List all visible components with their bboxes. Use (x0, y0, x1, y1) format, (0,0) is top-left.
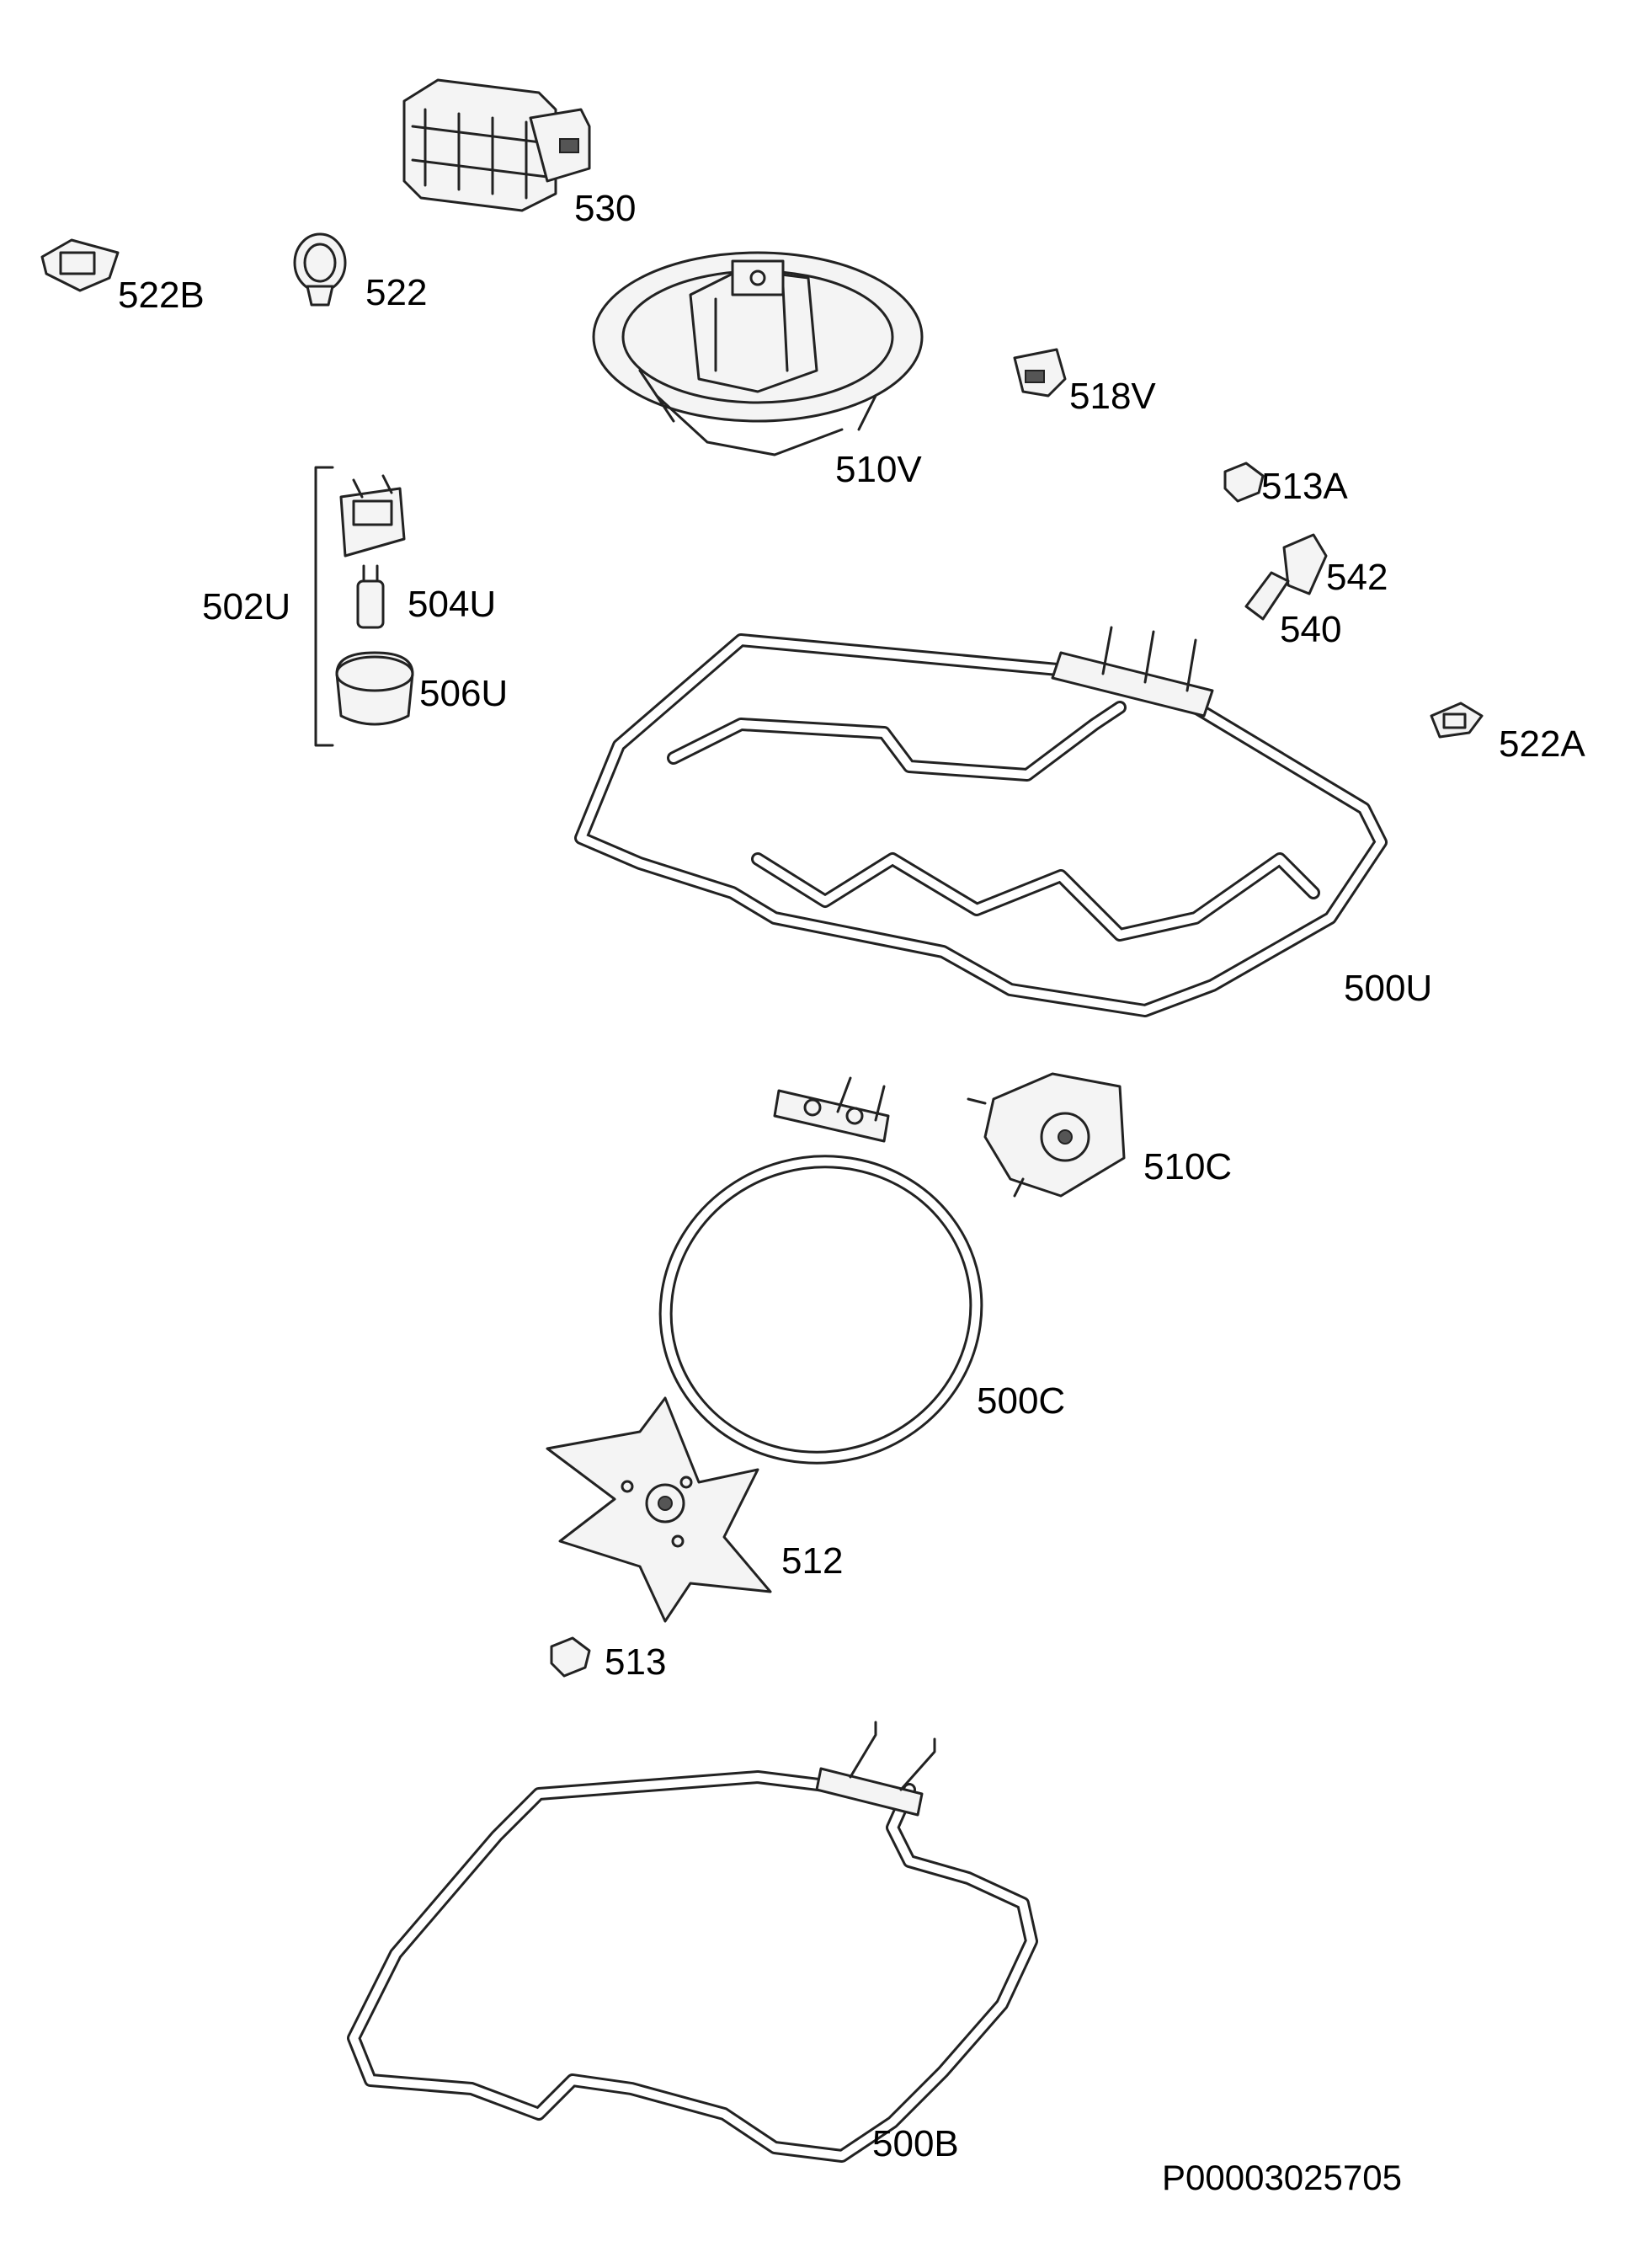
label-506U: 506U (419, 673, 508, 714)
label-500B: 500B (872, 2123, 959, 2164)
part-540-gasket (1244, 571, 1290, 621)
label-522B: 522B (118, 275, 205, 316)
label-542: 542 (1326, 557, 1388, 598)
part-522-clip (293, 232, 347, 307)
part-513-nut (550, 1636, 591, 1678)
label-504U: 504U (408, 584, 496, 625)
part-510V-fan-motor (592, 251, 924, 456)
document-code: P00003025705 (1162, 2158, 1402, 2197)
label-513: 513 (605, 1641, 666, 1683)
label-500U: 500U (1344, 968, 1432, 1009)
part-522B-bracket (40, 238, 120, 292)
part-500C-ring-element (658, 1076, 983, 1465)
part-500B-bottom-element (347, 1721, 1038, 2163)
part-513A-nut (1223, 462, 1265, 503)
label-512: 512 (781, 1540, 843, 1582)
part-502U-group-bracket (314, 466, 334, 747)
part-542-clip (1282, 533, 1328, 595)
label-518V: 518V (1069, 376, 1156, 417)
part-512-fan-blade (546, 1396, 772, 1623)
part-518V-clip (1013, 348, 1067, 398)
label-540: 540 (1280, 609, 1341, 650)
label-510C: 510C (1143, 1146, 1232, 1187)
part-502U-lamp-holder (339, 474, 406, 558)
part-506U-lamp-cover (335, 651, 414, 726)
part-522A-bracket (1430, 702, 1484, 739)
label-500C: 500C (977, 1380, 1065, 1422)
part-510C-motor (967, 1072, 1126, 1198)
label-510V: 510V (835, 449, 922, 490)
label-522A: 522A (1499, 723, 1585, 765)
label-522: 522 (365, 272, 427, 313)
part-504U-bulb (356, 564, 385, 629)
label-513A: 513A (1261, 466, 1348, 507)
part-530-terminal-block (402, 78, 591, 212)
label-502U: 502U (202, 586, 290, 627)
label-530: 530 (574, 188, 636, 229)
part-500U-grill-element (574, 626, 1388, 1017)
